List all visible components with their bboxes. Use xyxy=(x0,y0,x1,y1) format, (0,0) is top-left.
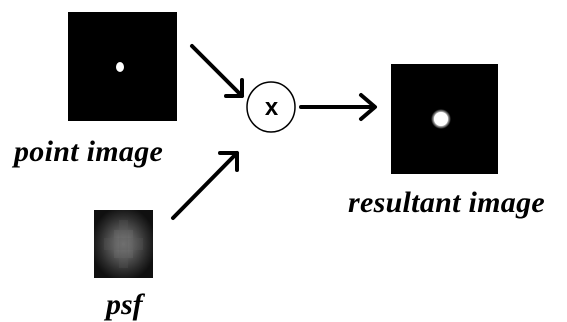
psf-label: psf xyxy=(106,288,143,321)
resultant-image-label: resultant image xyxy=(348,186,546,219)
point-image-label: point image xyxy=(14,135,164,168)
arrow-operator-to-result xyxy=(299,93,377,121)
resultant-image xyxy=(391,64,498,174)
psf-image xyxy=(94,210,153,278)
point-image xyxy=(68,12,177,121)
multiply-operator-circle xyxy=(246,81,296,133)
multiply-operator-symbol: x xyxy=(264,93,279,121)
arrow-point-to-operator xyxy=(190,44,244,98)
arrow-psf-to-operator xyxy=(171,151,239,220)
point-spot xyxy=(116,62,124,72)
